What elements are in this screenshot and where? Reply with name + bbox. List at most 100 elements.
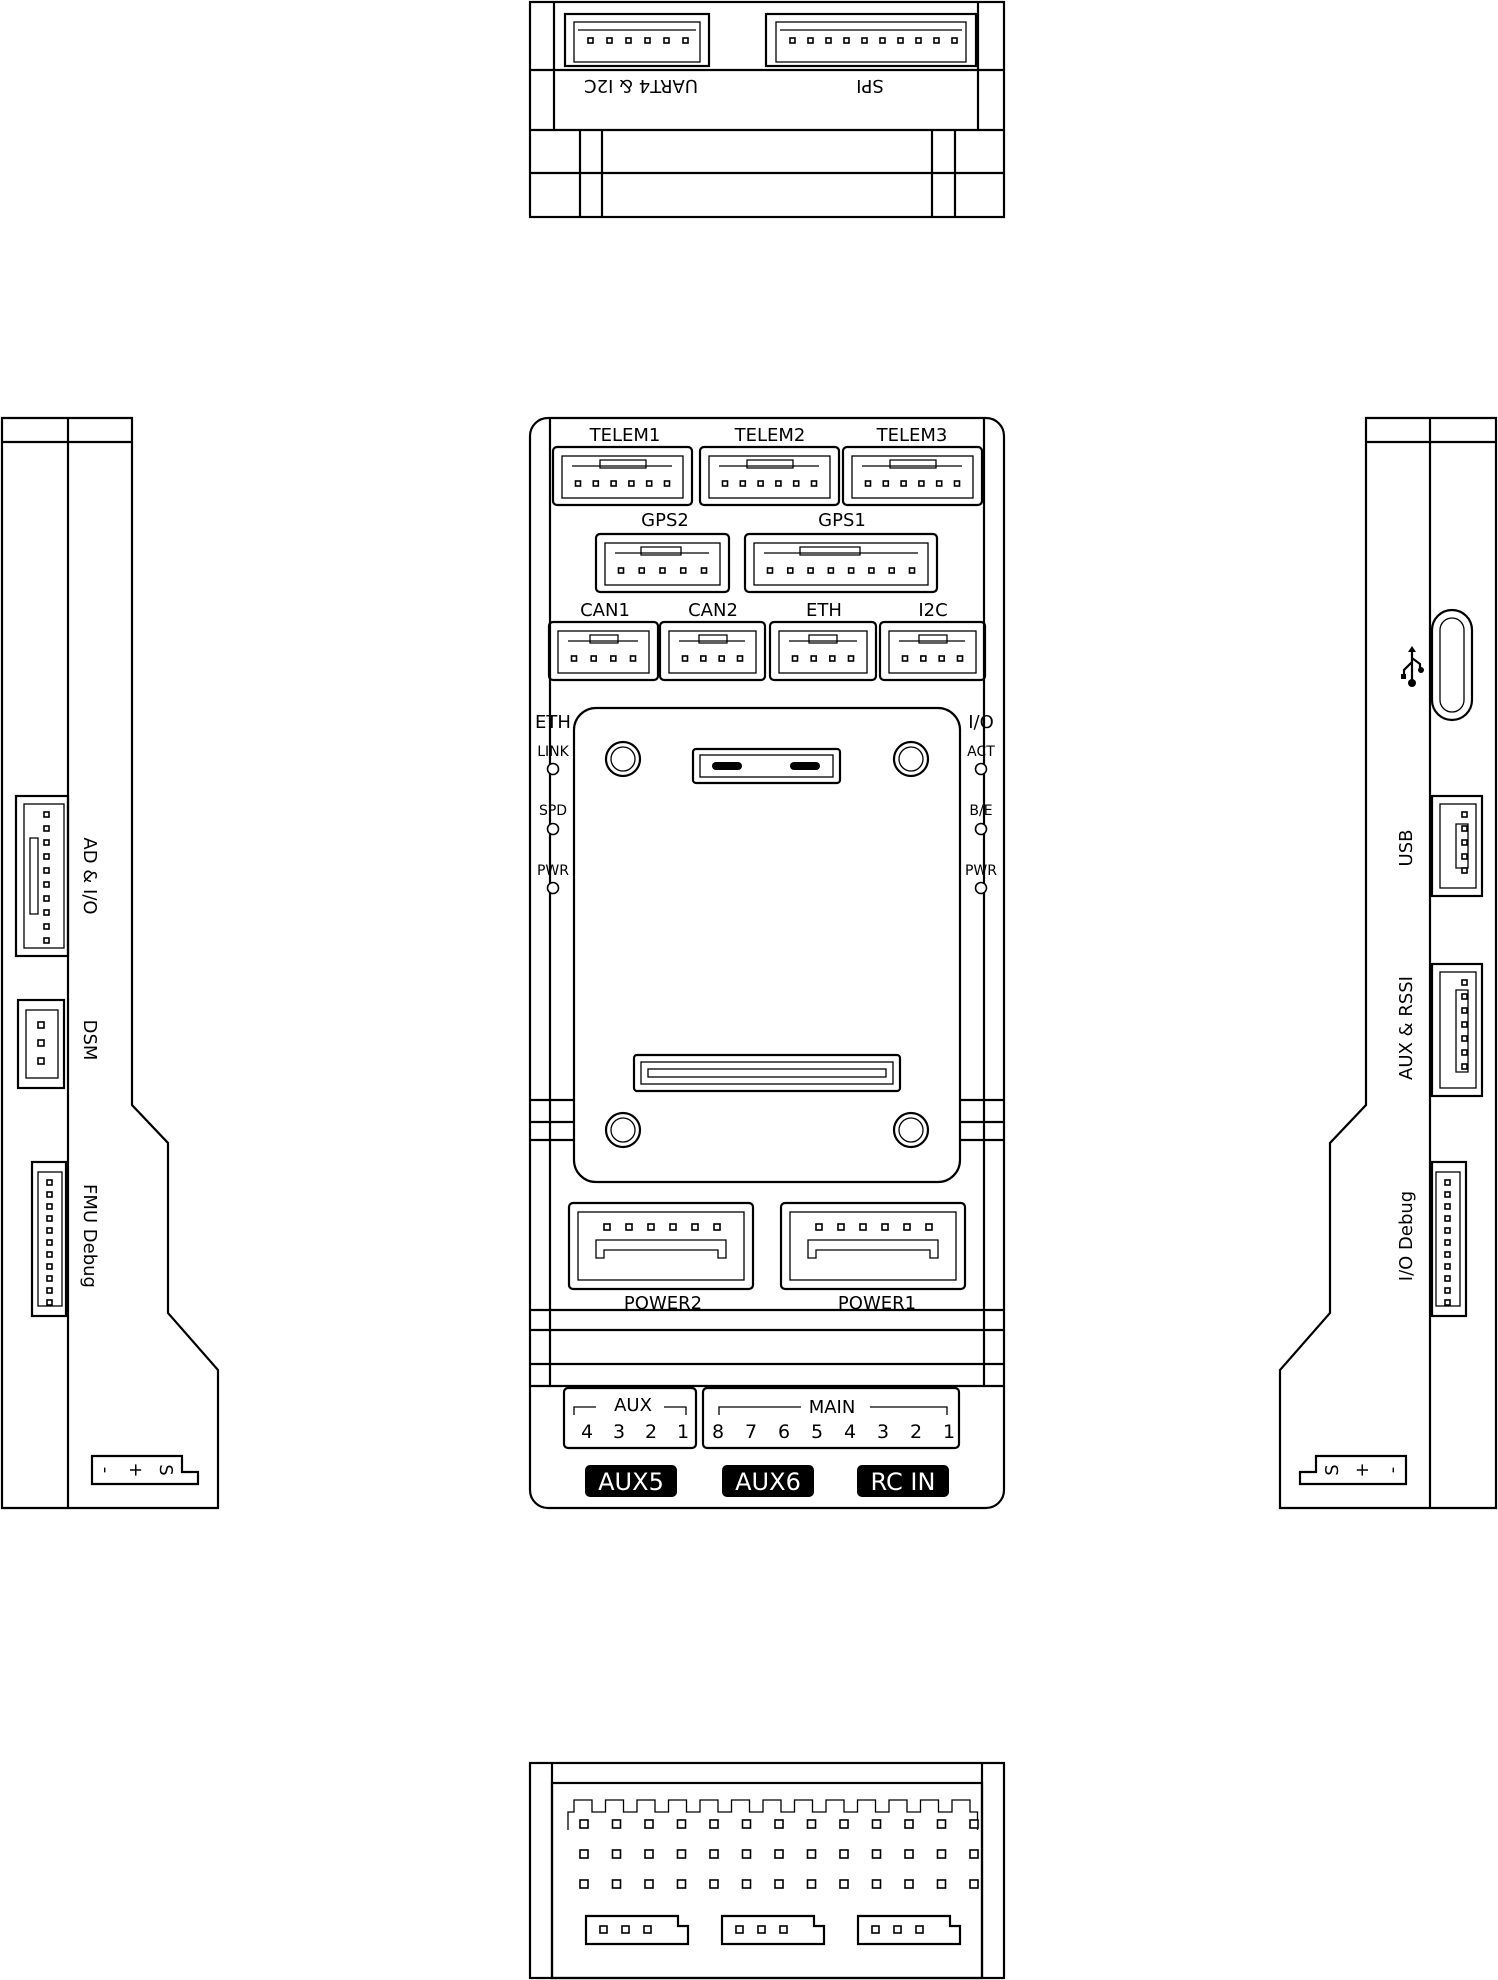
left-servo-rail	[90, 1454, 200, 1486]
led-act	[974, 762, 988, 776]
front-view-body	[528, 416, 1006, 1510]
i2c-connector	[878, 620, 987, 682]
top-view-body	[528, 0, 1006, 219]
connector-pin	[829, 655, 836, 662]
io-debug-connector	[1430, 1160, 1468, 1318]
connector-pin	[638, 567, 646, 574]
connector-pin	[956, 655, 964, 662]
header-hole	[936, 1879, 947, 1889]
main-pin-1: 1	[943, 1421, 955, 1443]
connector-pin	[888, 567, 896, 574]
mount-hole-bl	[604, 1111, 642, 1149]
badge-aux6: AUX6	[722, 1465, 814, 1497]
servo-pin	[757, 1925, 766, 1934]
servo-header-aux5	[584, 1914, 690, 1946]
connector-pin	[935, 480, 943, 487]
connector-pin	[679, 567, 687, 574]
power-pin	[603, 1223, 611, 1231]
connector-pin	[953, 480, 961, 487]
header-hole	[774, 1819, 784, 1829]
i2c-label: I2C	[918, 600, 947, 621]
header-hole	[709, 1849, 719, 1859]
usb-connector	[1430, 794, 1484, 898]
connector-pin	[628, 480, 635, 487]
servo-header-aux6	[720, 1914, 826, 1946]
connector-pin	[810, 480, 818, 487]
header-hole	[611, 1879, 622, 1889]
right-servo-pin-plus: +	[1352, 1462, 1373, 1477]
right-view: USB AUX & RSSI I/O Debug S + -	[1278, 416, 1498, 1510]
header-hole	[871, 1879, 882, 1889]
left-servo-pin-minus: -	[95, 1467, 116, 1474]
connector-pin	[592, 480, 600, 487]
eth-leds-title: ETH	[535, 712, 571, 733]
main-pin-8: 8	[712, 1421, 724, 1443]
connector-pin	[786, 567, 794, 574]
header-hole	[839, 1849, 849, 1859]
connector-pin	[901, 655, 909, 662]
telem3-label: TELEM3	[876, 425, 948, 446]
connector-pin	[791, 655, 799, 662]
usb-c-port	[1430, 608, 1474, 722]
telem2-label: TELEM2	[734, 425, 806, 446]
header-hole	[904, 1819, 914, 1829]
main-pin-4: 4	[844, 1421, 856, 1443]
connector-pin	[908, 567, 916, 574]
can2-label: CAN2	[688, 600, 738, 621]
board-connector-bottom	[632, 1053, 902, 1093]
connector-pin	[590, 655, 597, 662]
aux-pin-4: 4	[581, 1421, 593, 1443]
io-debug-label: I/O Debug	[1396, 1191, 1417, 1281]
connector-pin	[868, 567, 875, 574]
connector-pin	[918, 480, 925, 487]
power1-connector	[779, 1201, 967, 1291]
front-view: TELEM1 TELEM2 TELEM3 GPS2 GPS1 CAN1 CAN2…	[528, 416, 1006, 1510]
header-hole	[644, 1849, 654, 1859]
header-hole	[741, 1819, 752, 1829]
fmu-debug-label: FMU Debug	[79, 1184, 100, 1288]
dsm-label: DSM	[79, 1020, 100, 1061]
header-hole	[806, 1849, 817, 1859]
can1-label: CAN1	[580, 600, 630, 621]
connector-pin	[864, 480, 872, 487]
connector-pin	[617, 567, 625, 574]
header-hole	[839, 1819, 849, 1829]
main-pin-7: 7	[745, 1421, 757, 1443]
power2-connector	[567, 1201, 755, 1291]
servo-pin	[735, 1925, 744, 1934]
header-hole	[871, 1849, 882, 1859]
connector-pin	[721, 480, 729, 487]
power-pin	[903, 1223, 911, 1231]
connector-pin	[736, 655, 744, 662]
connector-pin	[882, 480, 890, 487]
header-hole	[611, 1849, 622, 1859]
right-view-body	[1278, 416, 1498, 1510]
spi-connector	[764, 12, 978, 68]
header-hole	[741, 1879, 752, 1889]
header-hole	[644, 1879, 654, 1889]
eth-connector	[768, 620, 878, 682]
header-hole	[936, 1849, 947, 1859]
uart4-i2c-connector	[563, 12, 711, 68]
gps2-label: GPS2	[641, 510, 689, 531]
connector-pin	[629, 655, 637, 662]
aux-header	[562, 1386, 698, 1450]
power-pin	[713, 1223, 721, 1231]
bottom-view	[528, 1761, 1006, 1980]
header-hole	[709, 1819, 719, 1829]
header-hole	[806, 1879, 817, 1889]
servo-pin	[871, 1925, 880, 1934]
left-servo-pin-plus: +	[125, 1462, 146, 1477]
main-pin-3: 3	[877, 1421, 889, 1443]
header-hole	[839, 1879, 849, 1889]
left-view-body	[0, 416, 220, 1510]
usb-label: USB	[1396, 830, 1417, 867]
header-hole	[969, 1819, 979, 1829]
main-group-label: MAIN	[809, 1397, 856, 1418]
connector-pin	[610, 655, 617, 662]
power-pin	[925, 1223, 933, 1231]
main-pin-6: 6	[778, 1421, 790, 1443]
power-pin	[669, 1223, 677, 1231]
right-servo-pin-s: S	[1322, 1464, 1343, 1475]
header-hole	[871, 1819, 882, 1829]
